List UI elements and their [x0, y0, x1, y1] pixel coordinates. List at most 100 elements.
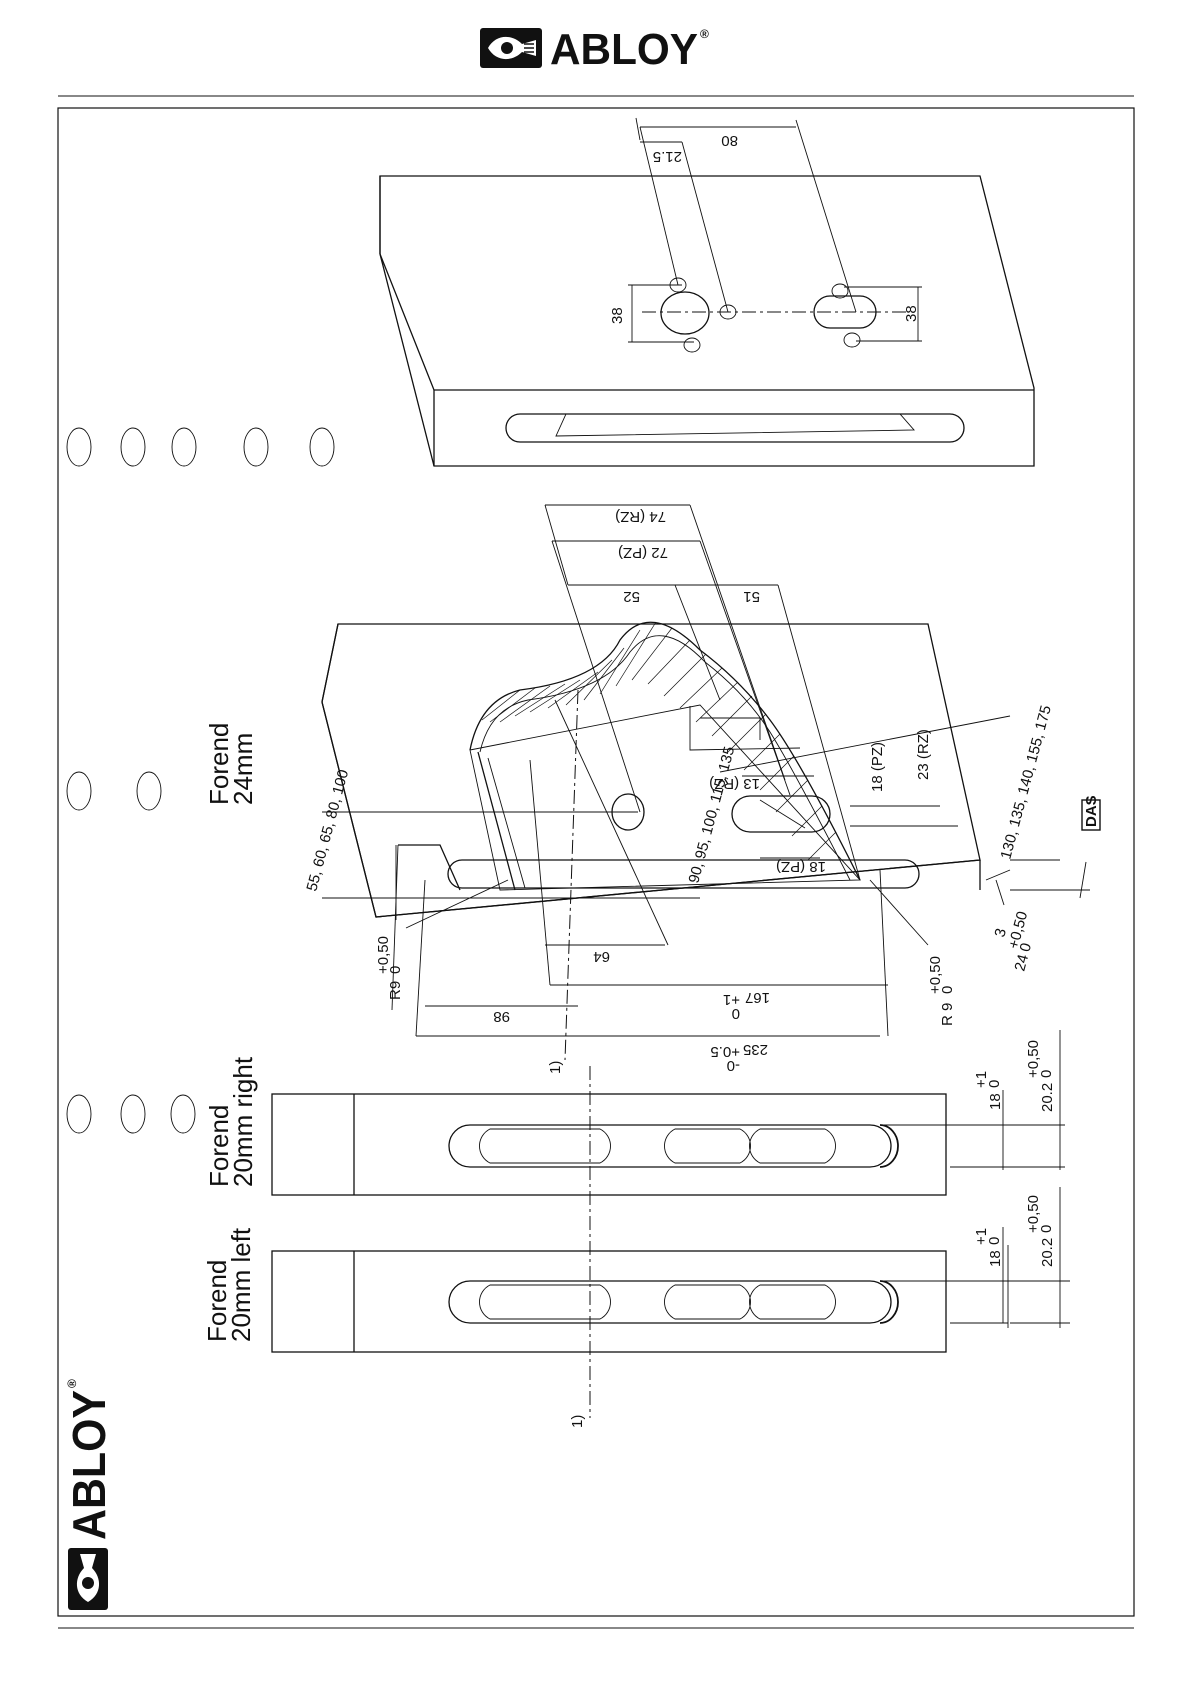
abloy-key-emblem-icon: [480, 28, 542, 68]
balloon-oval: [120, 427, 146, 467]
dim-18-right-tol: +1: [973, 1071, 990, 1088]
forend-left-title-line2: 20mm left: [226, 1227, 256, 1342]
dim-r9-top-text: R9: [387, 981, 404, 1000]
forend-right-title-line2: 20mm right: [228, 1056, 258, 1187]
dim-167: 167: [745, 989, 770, 1006]
dim-13rz: 13 (RZ): [709, 775, 760, 792]
balloon-oval: [171, 427, 197, 467]
side-logo: ABLOY ®: [63, 1379, 115, 1610]
dim-235: 235: [743, 1041, 768, 1058]
forend-right-width-dims: [880, 1030, 1065, 1170]
balloon-oval: [66, 1094, 92, 1134]
dim-18-right: 18: [987, 1093, 1004, 1110]
balloon-oval: [120, 1094, 146, 1134]
forend-24-title-line1: Forend: [204, 723, 234, 805]
dim-24: 24: [1011, 953, 1032, 974]
note-ref-upper: 1): [547, 1061, 564, 1074]
side-abloy-key-emblem-icon: [68, 1548, 108, 1610]
dim-167-tol-a: 0: [732, 1005, 740, 1022]
dim-23rz: 23 (RZ): [915, 729, 932, 780]
dim-24-group: 24 +0,50 0: [1005, 910, 1036, 974]
dim-235-tol-b: +0.5: [710, 1043, 740, 1060]
das-mark-text: DAS: [1083, 795, 1100, 827]
dim-72pz: 72 (PZ): [618, 544, 668, 561]
dim-r9-top: R9 +0,50 0: [375, 936, 404, 1000]
dim-r9-bottom-tol0: 0: [939, 986, 956, 994]
r9-bottom-leader: [869, 879, 929, 946]
forend-24-top-dims: [544, 504, 861, 881]
section-hatching: [481, 621, 837, 861]
dim-r9-top-tol: +0,50: [375, 936, 392, 974]
dim-38-bottom: 38: [903, 305, 920, 322]
forend-right-title-line1: Forend: [204, 1105, 234, 1187]
dim-r9-bottom-text: R 9: [939, 1003, 956, 1026]
dim-235-group: 235 -0 +0.5: [710, 1041, 768, 1074]
dim-202-left: 20.2: [1039, 1238, 1056, 1267]
forend-24-dim-lines: [322, 715, 1090, 906]
dim-18-right-tol0: 0: [986, 1080, 1003, 1088]
dim-74rz: 74 (RZ): [615, 508, 666, 525]
forend-24-length-dims: [391, 689, 889, 1061]
dim-21-5: 21.5: [653, 148, 682, 165]
dim-64: 64: [593, 948, 610, 965]
title-forend-20-left: Forend 20mm left: [202, 1227, 256, 1342]
side-registered-mark: ®: [65, 1379, 79, 1388]
dim-r9-bottom: R 9 +0,50 0: [927, 956, 956, 1026]
forend-left-title-line1: Forend: [202, 1260, 232, 1342]
dim-167-tol-b: +1: [723, 991, 740, 1008]
forend-right-dim-202: 20.2 +0,50 0: [1025, 1040, 1056, 1112]
balloon-ovals: [66, 427, 335, 1134]
dim-51: 51: [743, 588, 760, 605]
dim-202-right-tol0: 0: [1038, 1070, 1055, 1078]
dim-202-left-tol: +0,50: [1025, 1195, 1042, 1233]
forend-24-view: [321, 621, 981, 920]
forend-right-dim-18: 18 +1 0: [973, 1071, 1004, 1110]
door-block-view: [379, 117, 1035, 467]
r9-top-leader: [405, 879, 509, 929]
balloon-oval: [243, 427, 269, 467]
forend-left-dim-202: 20.2 +0,50 0: [1025, 1195, 1056, 1267]
dim-167-group: 167 0 +1: [723, 989, 770, 1022]
balloon-oval: [170, 1094, 196, 1134]
dim-18-left-tol0: 0: [986, 1237, 1003, 1245]
balloon-oval: [136, 771, 162, 811]
depths-c: 130, 135, 140, 155, 175: [997, 704, 1054, 861]
dim-202-left-tol0: 0: [1038, 1225, 1055, 1233]
forend-left-dim-18: 18 +1 0: [973, 1228, 1004, 1267]
dim-235-tol-a: -0: [727, 1057, 740, 1074]
spindle-slot: [813, 295, 877, 329]
balloon-oval: [66, 427, 92, 467]
depths-a: 55, 60, 65, 80, 100: [303, 768, 352, 893]
dim-18pz-upper: 18 (PZ): [869, 742, 886, 792]
forend-20-right-view: [271, 1093, 947, 1196]
dim-18-left: 18: [987, 1250, 1004, 1267]
dim-r9-bottom-tol: +0,50: [927, 956, 944, 994]
header-registered-mark: ®: [700, 27, 709, 41]
forend-24-title-line2: 24mm: [228, 733, 258, 805]
cylinder-hole: [660, 291, 710, 335]
depths-b: 90, 95, 100, 115, 135: [685, 745, 738, 885]
dim-202-right-tol: +0,50: [1025, 1040, 1042, 1078]
dim-80: 80: [721, 132, 738, 149]
note-ref-lower: 1): [569, 1415, 586, 1428]
forend-20-left-view: [271, 1250, 947, 1353]
dim-18-left-tol: +1: [973, 1228, 990, 1245]
dim-38-top: 38: [609, 307, 626, 324]
balloon-oval: [309, 427, 335, 467]
header-brand-text: ABLOY: [550, 25, 698, 74]
header-logo: ABLOY ®: [480, 25, 709, 74]
forend-left-width-dims: [880, 1187, 1070, 1328]
dim-52: 52: [623, 588, 640, 605]
side-brand-text: ABLOY: [63, 1390, 115, 1540]
drawing-frame: [57, 107, 1135, 1617]
das-approval-mark-icon: DAS: [1081, 795, 1101, 831]
dim-18pz-lower: 18 (PZ): [776, 858, 826, 875]
balloon-oval: [66, 771, 92, 811]
title-forend-24: Forend 24mm: [204, 723, 258, 805]
dim-24-tol0: 0: [1017, 941, 1036, 953]
dim-202-right: 20.2: [1039, 1083, 1056, 1112]
title-forend-20-right: Forend 20mm right: [204, 1056, 258, 1187]
dim-r9-top-tol0: 0: [387, 966, 404, 974]
dim-98: 98: [493, 1008, 510, 1025]
